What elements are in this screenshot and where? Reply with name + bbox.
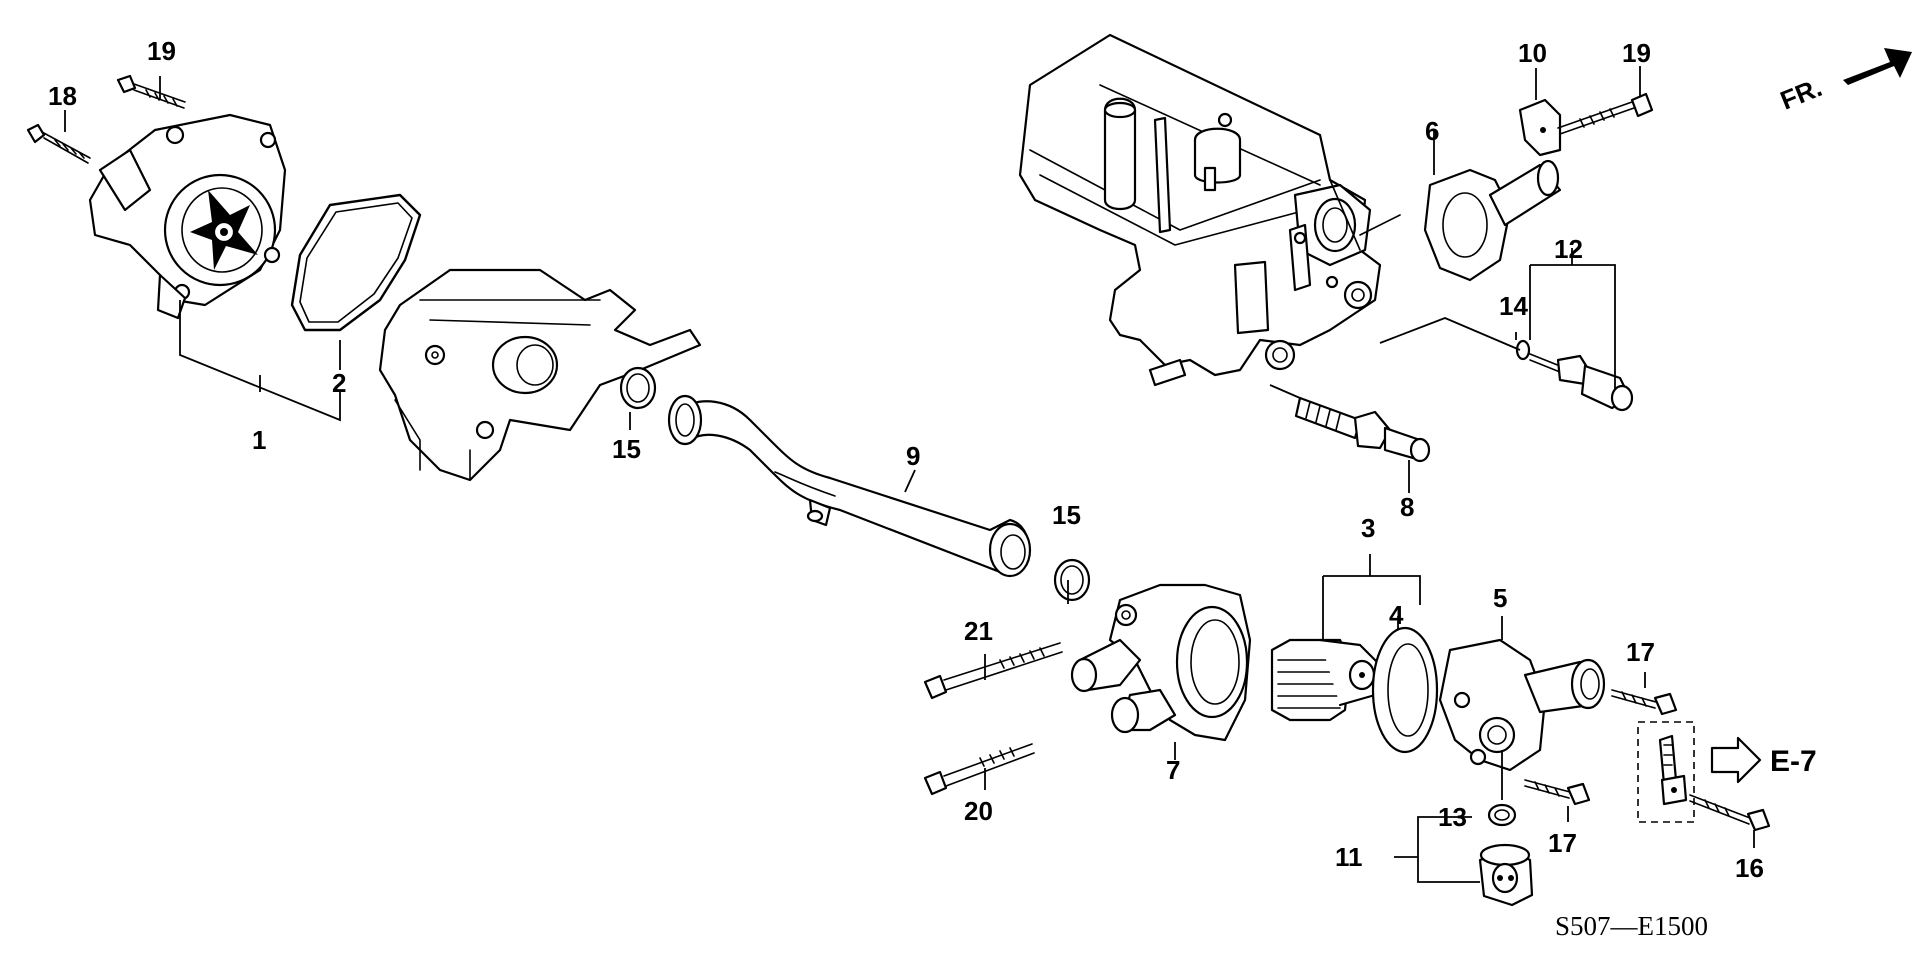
bolt-18 (26, 123, 91, 164)
temperature-sensor-12 (1529, 353, 1634, 412)
bolt-21 (923, 642, 1063, 700)
callout-8: 8 (1400, 492, 1414, 522)
callout-7: 7 (1166, 755, 1180, 785)
water-connecting-pipe (667, 394, 1032, 578)
bolt-17-lower (1524, 779, 1591, 806)
drawing-code: S507—E1500 (1555, 911, 1708, 941)
engine-block-section (378, 268, 702, 482)
callout-3: 3 (1361, 513, 1375, 543)
callout-14: 14 (1499, 291, 1528, 321)
leader-lines (64, 66, 1755, 883)
callout-18: 18 (48, 81, 77, 111)
callout-15-upper: 15 (612, 434, 641, 464)
callout-5: 5 (1493, 583, 1507, 613)
cross-reference-arrow: E-7 (1710, 736, 1817, 784)
water-pump (88, 113, 287, 320)
bracket-10 (1518, 98, 1562, 157)
callout-4: 4 (1389, 600, 1404, 630)
bolt-19-left (116, 74, 186, 109)
front-direction-marker: FR. (1776, 48, 1912, 116)
front-label: FR. (1776, 72, 1826, 116)
o-ring-15-lower (1053, 558, 1091, 602)
bracket-16-group (1637, 721, 1771, 832)
engine-cylinder-head (1018, 33, 1401, 387)
callout-17-lower: 17 (1548, 828, 1577, 858)
washer-14 (1515, 339, 1531, 361)
callout-12: 12 (1554, 234, 1583, 264)
callout-19-right: 19 (1622, 38, 1651, 68)
water-outlet-housing (1070, 583, 1252, 742)
water-outlet-6 (1423, 159, 1562, 282)
water-pump-gasket (290, 193, 422, 332)
callout-15-lower: 15 (1052, 500, 1081, 530)
callout-19-left: 19 (147, 36, 176, 66)
thermostat (1270, 638, 1382, 722)
thermostat-cover (1438, 638, 1606, 772)
callout-11: 11 (1335, 842, 1363, 872)
o-ring-13 (1487, 803, 1517, 827)
cross-reference-label: E-7 (1770, 745, 1817, 778)
thermostat-gasket (1371, 626, 1439, 754)
callout-6: 6 (1425, 116, 1439, 146)
stud-8 (1294, 396, 1431, 463)
front-arrow-icon (1843, 48, 1912, 85)
callout-20: 20 (964, 796, 993, 826)
bolt-20 (923, 743, 1035, 796)
o-ring-15-upper (619, 366, 657, 410)
callout-21: 21 (964, 616, 993, 646)
callout-1: 1 (252, 425, 266, 455)
callout-13: 13 (1438, 802, 1467, 832)
callout-16: 16 (1735, 853, 1764, 883)
thermo-switch-11 (1478, 843, 1534, 907)
callout-2: 2 (332, 368, 346, 398)
bolt-17-upper (1611, 689, 1678, 716)
callout-17-upper: 17 (1626, 637, 1655, 667)
callouts: 1 2 3 4 5 6 7 8 9 10 11 12 13 14 15 15 1… (48, 36, 1764, 883)
callout-9: 9 (906, 441, 920, 471)
bolt-19-right (1557, 92, 1654, 135)
callout-10: 10 (1518, 38, 1547, 68)
